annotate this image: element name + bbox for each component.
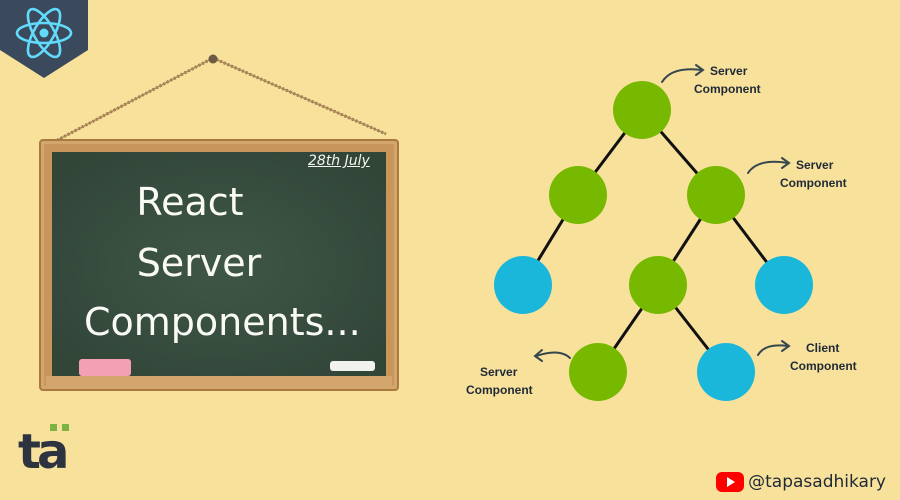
label-bottom-left-line2: Component [466,383,533,397]
board-title: React Server Components... [84,176,361,356]
node-middle-server [629,256,687,314]
label-right-line1: Server [796,158,834,172]
node-bottom-left-server [569,343,627,401]
label-right-line2: Component [780,176,847,190]
board-title-line-1: React [136,180,244,224]
white-chalk [330,361,375,371]
board-title-line-3: Components... [84,300,361,344]
ta-monogram-text: ta [18,424,69,480]
callout-arrows [533,64,791,362]
pink-chalk [79,359,131,376]
youtube-handle[interactable]: @tapasadhikary [716,472,886,492]
node-leaf-right-client [755,256,813,314]
node-root-server [613,81,671,139]
tree-edges [521,109,786,373]
ta-logo-icon [50,424,69,431]
label-bottom-left-line1: Server [480,365,518,379]
react-atom-icon [15,7,73,59]
label-root-server: Server Component [694,62,761,98]
board-title-line-2: Server [136,241,262,285]
node-leaf-left-client [494,256,552,314]
node-bottom-right-client [697,343,755,401]
react-badge [0,0,88,78]
board-date-text: 28th July [308,153,370,169]
label-bottom-right-client: Client Component [790,339,857,375]
label-bottom-right-line1: Client [806,341,840,355]
youtube-icon [716,472,745,492]
youtube-handle-text: @tapasadhikary [748,472,886,492]
label-root-line1: Server [710,64,748,78]
label-right-server: Server Component [780,156,847,192]
label-bottom-right-line2: Component [790,359,857,373]
label-root-line2: Component [694,82,761,96]
node-right-server [687,166,745,224]
ta-monogram: ta [16,416,86,488]
board-date: 28th July [308,153,370,169]
chalkboard [39,54,399,391]
label-bottom-left-server: Server Component [466,363,533,399]
node-left-server [549,166,607,224]
